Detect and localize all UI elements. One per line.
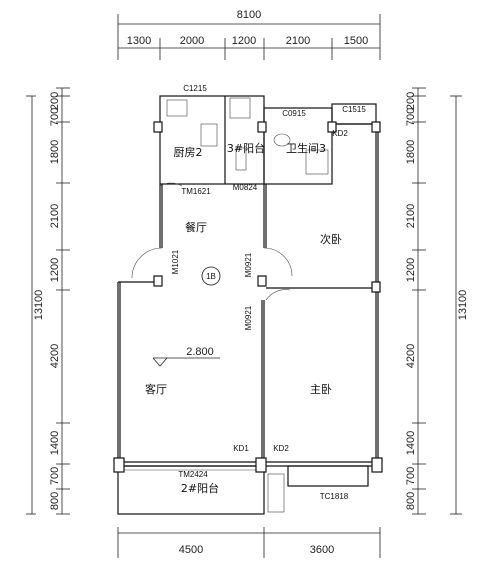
- second-bedroom-label: 次卧: [320, 232, 342, 246]
- doors: [131, 182, 293, 301]
- left-dimension-2: 700: [49, 108, 61, 126]
- right-dimension-4: 2100: [405, 204, 417, 228]
- right-dimension-7: 1400: [405, 431, 417, 455]
- tag-kd1: KD1: [233, 444, 249, 453]
- balcony3-label: 3#阳台: [227, 141, 265, 155]
- window-c-small: C1515: [342, 105, 366, 114]
- door-m0824: [235, 147, 247, 171]
- top-dimension-2: 2000: [180, 35, 204, 47]
- kitchen-label: 厨房2: [174, 146, 203, 159]
- kitchen-stove: [200, 123, 218, 147]
- right-dimension-1: 200: [405, 92, 417, 110]
- shower-tray: [305, 149, 329, 175]
- bottom-dimension-2: 3600: [310, 544, 334, 556]
- top-dimension-5: 1500: [344, 35, 368, 47]
- walls: [117, 95, 379, 515]
- left-dimension-4: 2100: [49, 204, 61, 228]
- kitchen-sink: [166, 99, 188, 117]
- tag-kd2-top: KD2: [332, 129, 348, 138]
- columns: [113, 121, 383, 473]
- top-dimension-4: 2100: [286, 35, 310, 47]
- left-dimension-3: 1800: [49, 140, 61, 164]
- door-m0921-a: M0921: [244, 252, 253, 277]
- door-m0824: M0824: [233, 183, 258, 192]
- left-dimensions: 13100 200 700 1800 2100 1200 4200 1400 7…: [26, 87, 70, 515]
- right-dimensions: 200 700 1800 2100 1200 4200 1400 700 800…: [405, 87, 469, 515]
- left-dimension-8: 700: [49, 467, 61, 485]
- bathroom-label: 卫生间3: [286, 141, 326, 155]
- top-dimension-3: 1200: [232, 35, 256, 47]
- fixtures: [166, 97, 329, 175]
- right-total-dimension: 13100: [457, 290, 469, 321]
- right-dimension-2: 700: [405, 108, 417, 126]
- top-dimension-1: 1300: [127, 35, 151, 47]
- dining-label: 餐厅: [185, 220, 207, 234]
- door-m1021: M1021: [171, 249, 180, 274]
- right-dimension-9: 800: [405, 492, 417, 510]
- elevation-marker: [152, 357, 220, 367]
- right-dimension-3: 1800: [405, 140, 417, 164]
- door-tm1621: TM1621: [181, 187, 211, 196]
- unit-tag-circle: [201, 266, 221, 286]
- tag-kd2-bottom: KD2: [273, 444, 289, 453]
- window-tc1818: TC1818: [320, 492, 349, 501]
- left-dimension-6: 4200: [49, 344, 61, 368]
- door-m0921-b: M0921: [244, 305, 253, 330]
- door-tm2424: TM2424: [178, 470, 208, 479]
- left-dimension-7: 1400: [49, 431, 61, 455]
- window-c0915: C0915: [282, 109, 306, 118]
- bottom-dimension-1: 4500: [179, 544, 203, 556]
- master-bedroom-label: 主卧: [310, 383, 332, 396]
- window-c1215: C1215: [183, 84, 207, 93]
- washing-machine: [229, 97, 251, 119]
- left-dimension-1: 200: [49, 92, 61, 110]
- left-dimension-9: 800: [49, 492, 61, 510]
- left-dimension-5: 1200: [49, 258, 61, 282]
- left-total-dimension: 13100: [33, 290, 45, 321]
- unit-tag: 1B: [206, 272, 216, 281]
- toilet: [273, 133, 291, 147]
- balcony2-label: 2#阳台: [181, 481, 219, 495]
- right-dimension-6: 4200: [405, 344, 417, 368]
- right-dimension-8: 700: [405, 467, 417, 485]
- top-dimensions: 8100 1300 2000 1200 2100 1500: [117, 9, 381, 60]
- elevation-value: 2.800: [186, 346, 214, 358]
- top-total-dimension: 8100: [237, 9, 261, 21]
- right-dimension-5: 1200: [405, 258, 417, 282]
- bottom-dimensions: 4500 3600: [117, 527, 381, 558]
- living-room-label: 客厅: [145, 382, 167, 396]
